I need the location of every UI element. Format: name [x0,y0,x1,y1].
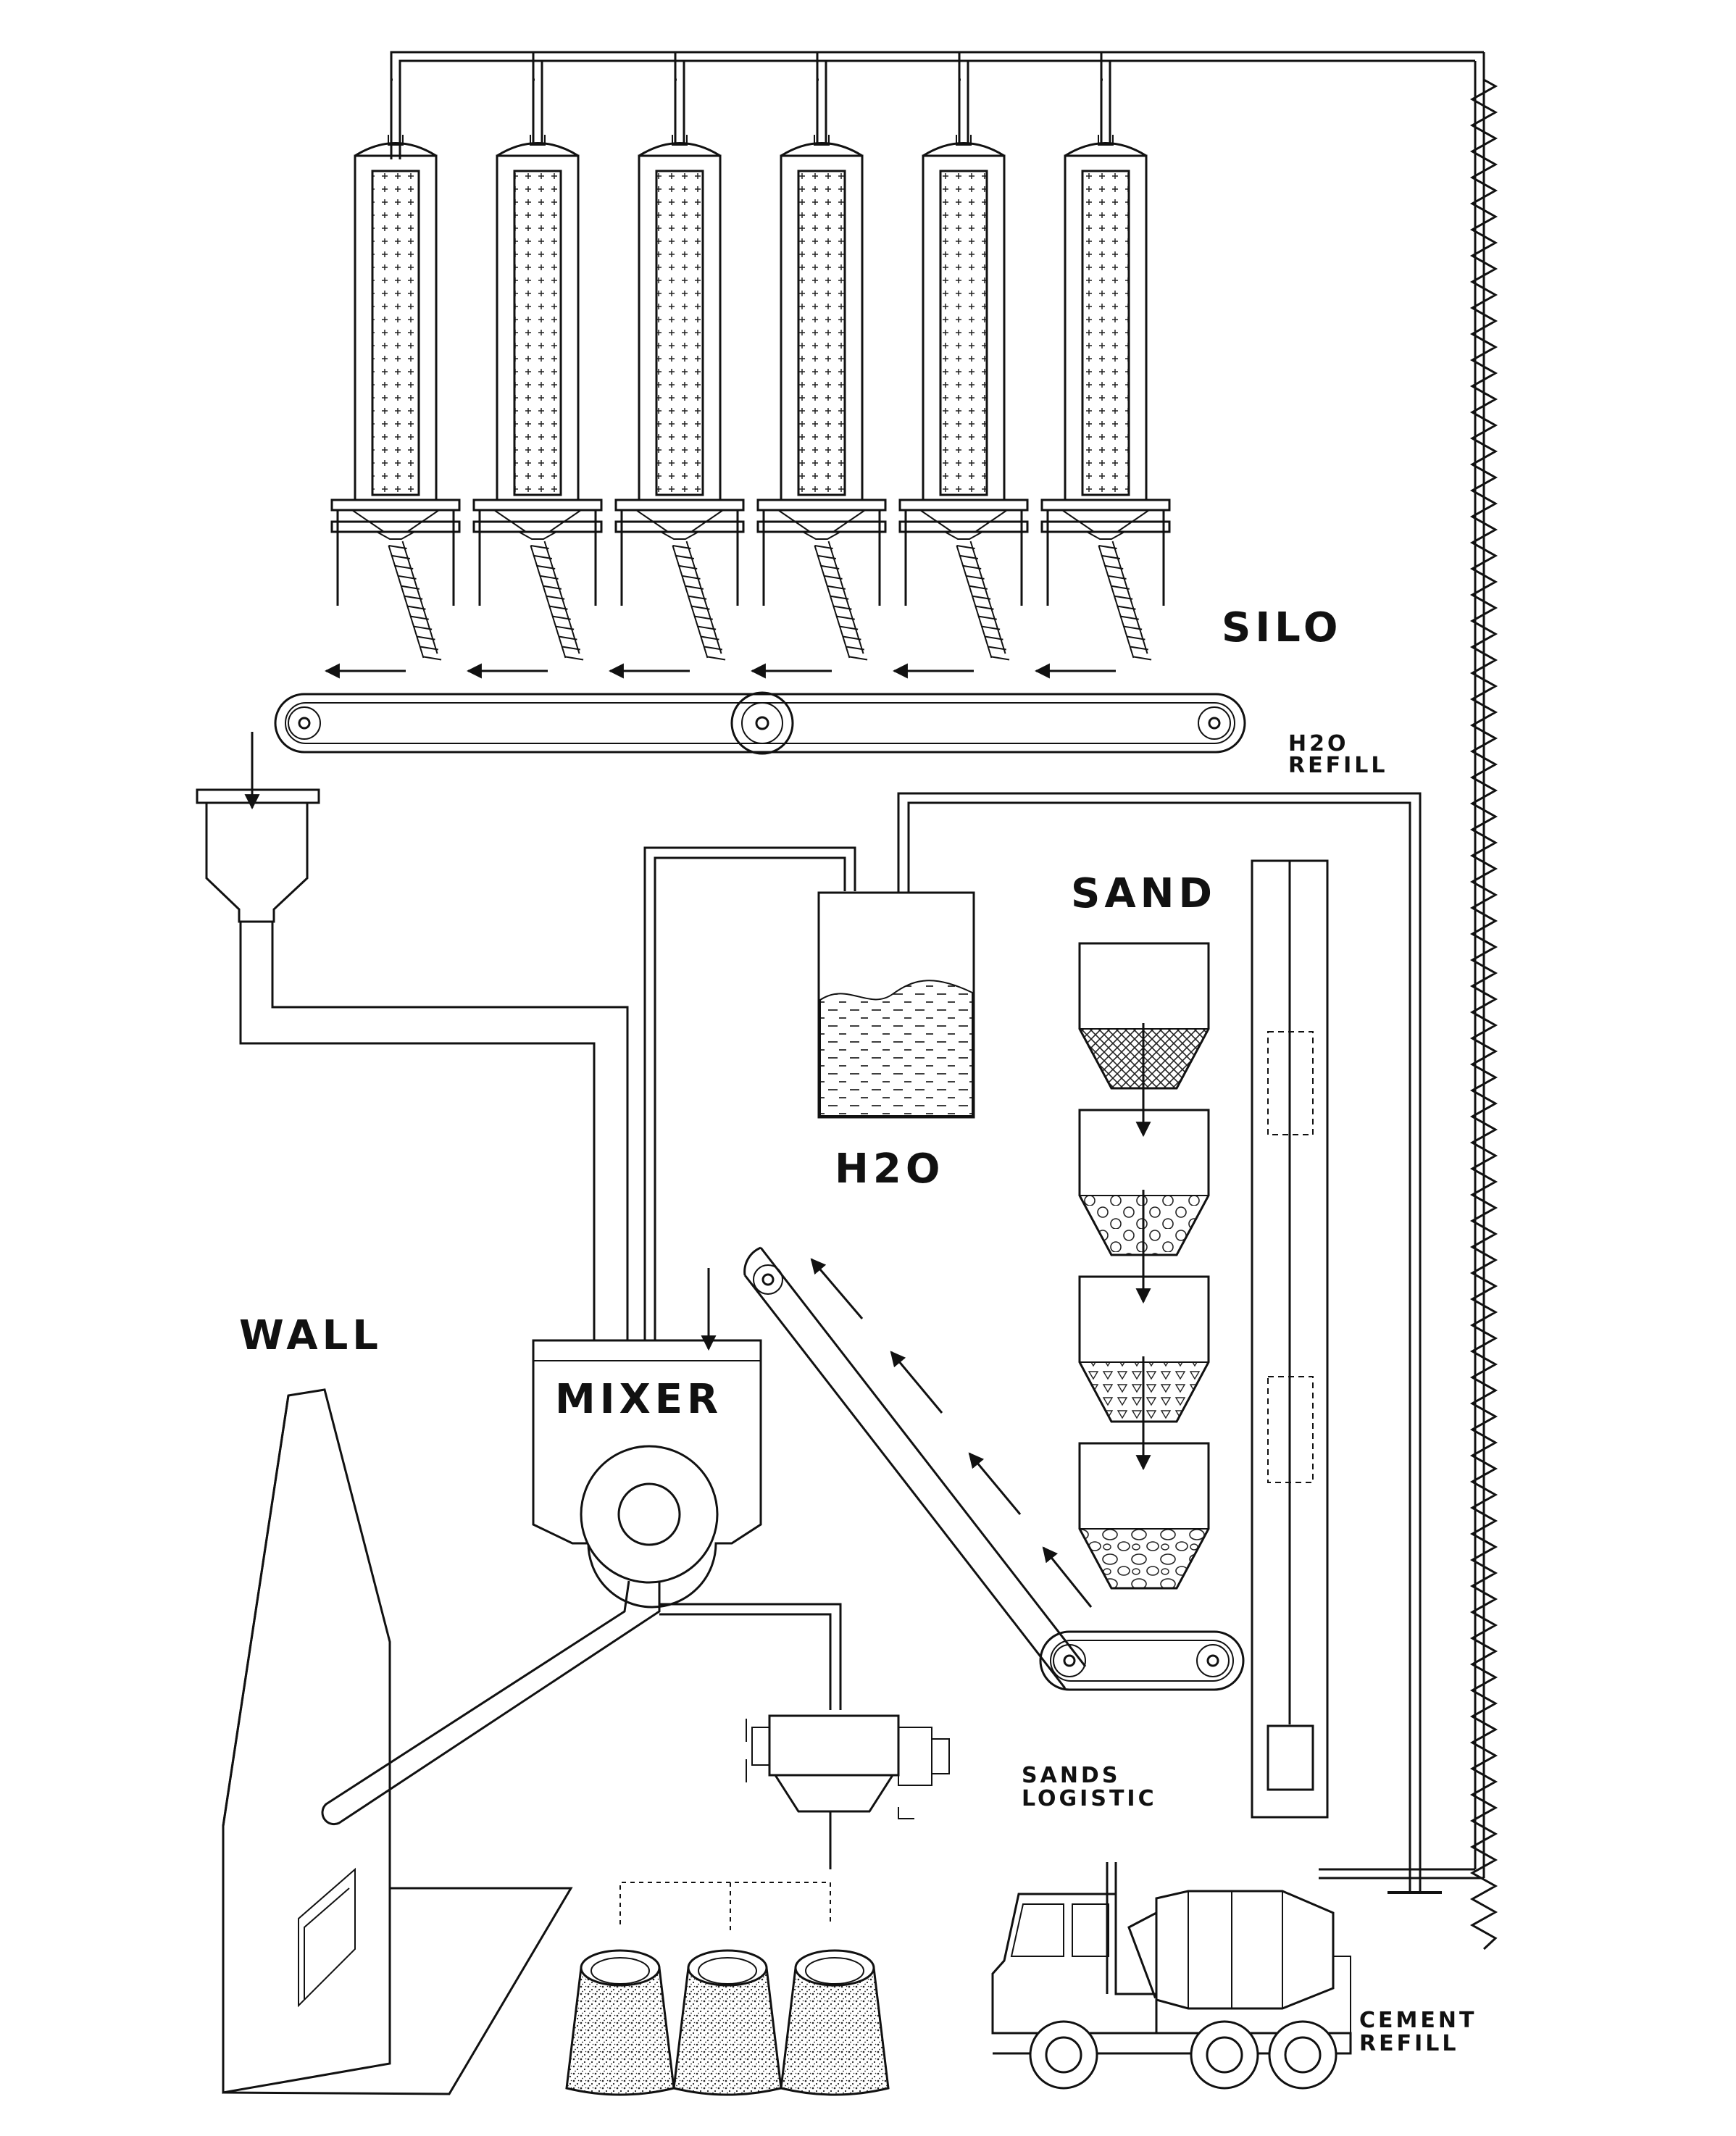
arrow-icon [810,1258,864,1319]
flexible-hose-icon [1469,78,1498,1951]
cement-refill-label: CEMENT [1359,2008,1477,2033]
silo-icon [330,135,461,661]
sand-hopper-icon [1078,942,1210,1138]
silo-branch-pipes [390,52,1111,145]
pump-icon [619,1714,950,1935]
sand-label: SAND [1071,870,1217,917]
silo-icon [472,135,603,661]
mixer-label: MIXER [555,1376,722,1423]
incline-conveyor-arrows [810,1258,1093,1608]
sand-hopper-icon [1078,1109,1210,1304]
sand-hopper-group [1078,942,1210,1590]
sands-logistic-label: SANDS [1022,1763,1120,1788]
incline-conveyor-icon [743,1246,1245,1691]
silo-icon [898,135,1029,661]
sand-pile-icon [565,1949,675,2096]
arrow-icon [1042,1546,1093,1608]
sand-pile-icon [672,1949,783,2096]
h2o-label: H2O [835,1146,944,1193]
h2o-refill-label: H2O [1288,731,1348,756]
arrow-icon [890,1351,943,1414]
silo-icon [614,135,745,661]
hopper-to-mixer-pipe [239,922,629,1340]
arrow-icon [968,1452,1022,1515]
sand-pile-icon [780,1949,890,2096]
mixer-to-water-pipe [643,846,856,1340]
silo-label: SILO [1222,604,1342,651]
hopper-icon [196,732,320,923]
silo-group [330,135,1171,661]
mixer-chute [321,1580,842,1826]
cement-refill-label-2: REFILL [1359,2031,1459,2056]
cement-truck-icon [991,1862,1352,2090]
silo-icon [1040,135,1171,661]
sands-logistic-label-2: LOGISTIC [1022,1786,1157,1811]
sand-hopper-icon [1078,1442,1210,1590]
wall-icon [222,1388,573,2095]
water-refill-pipe [897,792,1442,1894]
silo-conveyor-icon [274,691,1246,755]
silo-icon [756,135,887,661]
sand-pile-group [565,1949,890,2096]
water-tank-icon [817,891,975,1119]
sand-hopper-icon [1078,1275,1210,1471]
mixer-icon [532,1268,762,1609]
h2o-refill-label-2: REFILL [1288,753,1387,778]
wall-label: WALL [239,1312,383,1359]
sands-logistic-icon [1251,859,1329,1819]
